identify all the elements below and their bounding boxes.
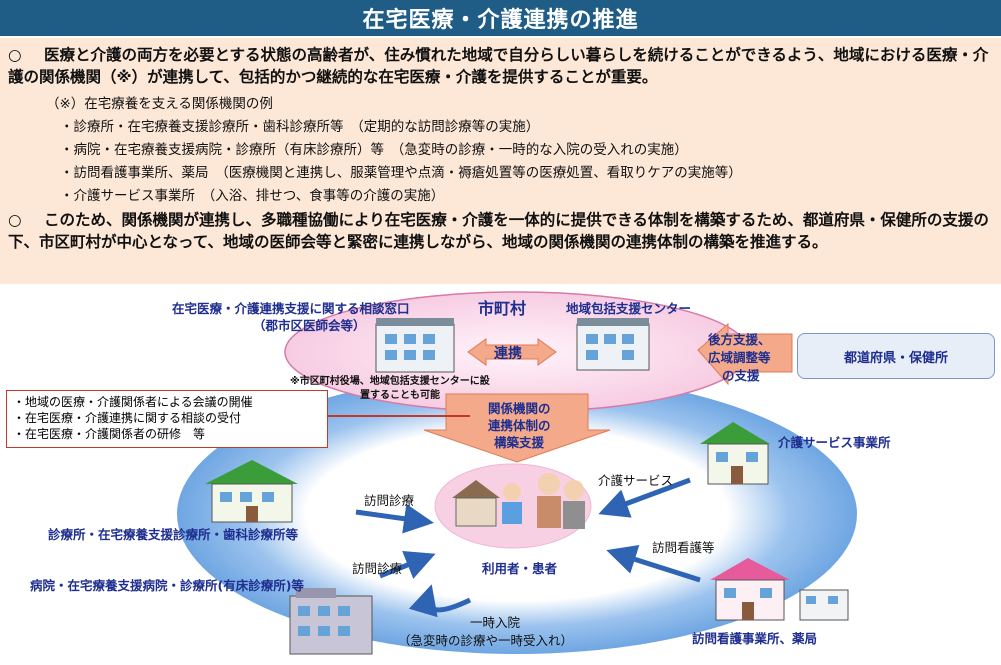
support-line1: 後方支援、 <box>708 329 771 348</box>
placement-note-line2: 置することも可能 <box>360 386 440 401</box>
clinic-label: 診療所・在宅療養支援診療所・歯科診療所等 <box>48 524 298 543</box>
community-center-label: 地域包括支援センター <box>566 298 691 317</box>
note-heading: （※）在宅療養を支える関係機関の例 <box>46 94 273 114</box>
build-support-line3: 構築支援 <box>494 432 544 451</box>
cooperation-label: 連携 <box>494 343 522 363</box>
community-center-building-icon <box>577 318 649 370</box>
consult-window-building-icon <box>376 318 454 372</box>
activity-item: ・在宅医療・介護連携に関する相談の受付 <box>13 410 321 426</box>
page-title: 在宅医療・介護連携の推進 <box>0 0 1001 36</box>
home-visit-label-2: 訪問診療 <box>352 558 402 577</box>
activity-list: ・地域の医療・介護関係者による会議の開催 ・在宅医療・介護連携に関する相談の受付… <box>6 390 328 448</box>
prefecture-box: 都道府県・保健所 <box>797 333 995 379</box>
note-item: ・病院・在宅療養支援病院・診療所（有床診療所）等 （急変時の診療・一時的な入院の… <box>60 140 688 160</box>
support-line2: 広域調整等 <box>708 347 771 366</box>
support-line3: の支援 <box>722 365 760 384</box>
visit-nursing-label: 訪問看護等 <box>652 537 715 556</box>
care-service-label: 介護サービス <box>598 470 673 489</box>
temp-admission-label: 一時入院 <box>470 612 520 631</box>
activity-item: ・地域の医療・介護関係者による会議の開催 <box>13 394 321 410</box>
paragraph-1: 医療と介護の両方を必要とする状態の高齢者が、住み慣れた地域で自分らしい暮らしを続… <box>8 44 993 88</box>
activity-item: ・在宅医療・介護関係者の研修 等 <box>13 426 321 442</box>
temp-admission-sublabel: （急変時の診療や一時受入れ） <box>398 630 573 649</box>
note-item: ・診療所・在宅療養支援診療所・歯科診療所等 （定期的な訪問診療等の実施） <box>60 117 539 137</box>
municipality-label: 市町村 <box>478 295 526 319</box>
hospital-label: 病院・在宅療養支援病院・診療所(有床診療所)等 <box>30 575 304 594</box>
placement-note-line1: ※市区町村役場、地域包括支援センターに設 <box>290 372 490 387</box>
paragraph-2: このため、関係機関が連携し、多職種協働により在宅医療・介護を一体的に提供できる体… <box>8 209 993 253</box>
home-visit-label-1: 訪問診療 <box>364 490 414 509</box>
hospital-building-icon <box>290 588 372 654</box>
users-label: 利用者・患者 <box>482 558 557 577</box>
consult-window-sublabel: （郡市区医師会等） <box>253 315 366 334</box>
care-service-office-label: 介護サービス事業所 <box>778 432 891 451</box>
note-item: ・訪問看護事業所、薬局 （医療機関と連携し、服薬管理や点滴・褥瘡処置等の医療処置… <box>60 163 742 183</box>
note-item: ・介護サービス事業所 （入浴、排せつ、食事等の介護の実施） <box>60 186 444 206</box>
nursing-pharmacy-label: 訪問看護事業所、薬局 <box>692 628 817 647</box>
